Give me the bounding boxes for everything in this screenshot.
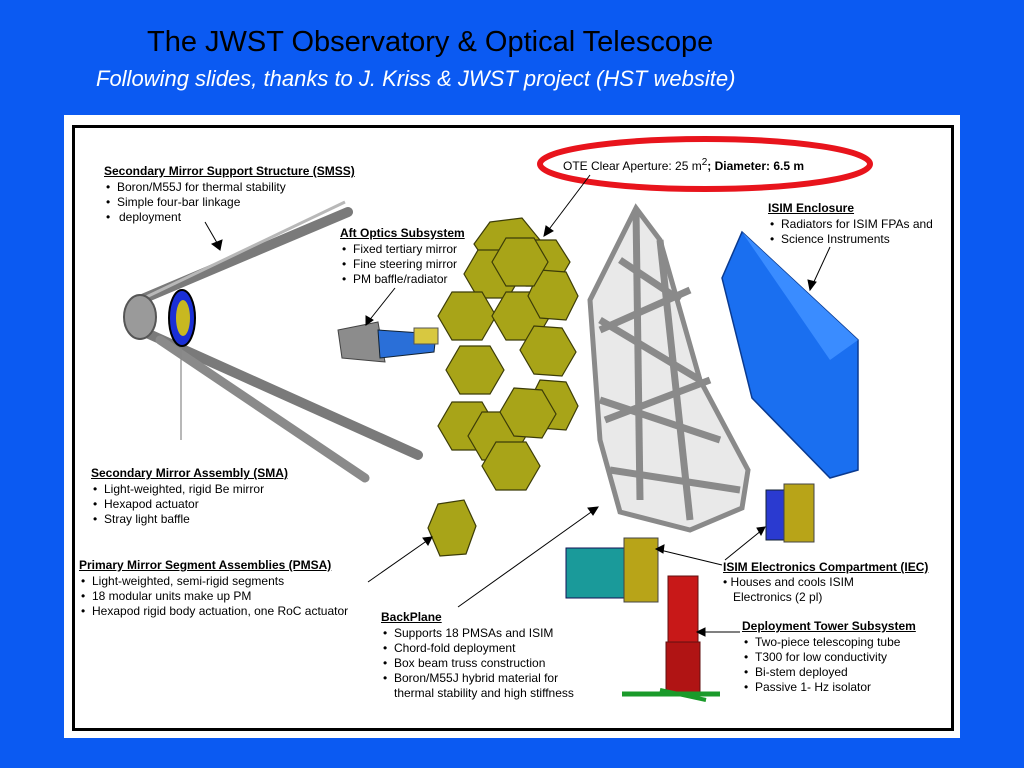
- leader-lines: [204, 174, 831, 637]
- iec-label: ISIM Electronics Compartment (IEC) • Hou…: [723, 560, 928, 605]
- primary-mirror: [427, 217, 579, 557]
- dts-item: Bi-stem deployed: [742, 665, 916, 680]
- backplane-item: Chord-fold deployment: [381, 641, 574, 656]
- slide-title: The JWST Observatory & Optical Telescope: [147, 26, 714, 58]
- deployment-tower: [622, 575, 720, 702]
- smss-item: deployment: [104, 210, 355, 225]
- isim-item-cont: Science Instruments: [768, 232, 933, 247]
- isim-heading: ISIM Enclosure: [768, 201, 855, 215]
- iec-item: • Houses and cools ISIM: [723, 575, 854, 589]
- dts-item: Two-piece telescoping tube: [742, 635, 916, 650]
- backplane-item: Boron/M55J hybrid material for: [381, 671, 574, 686]
- backplane-item: Supports 18 PMSAs and ISIM: [381, 626, 574, 641]
- pmsa-item: Light-weighted, semi-rigid segments: [79, 574, 348, 589]
- sma-heading: Secondary Mirror Assembly (SMA): [91, 466, 288, 480]
- iec-heading: ISIM Electronics Compartment (IEC): [723, 560, 929, 574]
- sma-item: Light-weighted, rigid Be mirror: [91, 482, 288, 497]
- isim-enclosure: [721, 230, 859, 479]
- slide-subtitle: Following slides, thanks to J. Kriss & J…: [96, 66, 736, 91]
- smss-item-cont: deployment: [119, 210, 182, 224]
- backplane-item-cont: thermal stability and high stiffness: [394, 686, 574, 700]
- aos-item: PM baffle/radiator: [340, 272, 465, 287]
- aos-item: Fine steering mirror: [340, 257, 465, 272]
- sma-item: Hexapod actuator: [91, 497, 288, 512]
- ote-callout-ellipse: [537, 136, 873, 192]
- backplane-truss: [587, 203, 751, 533]
- sma-item: Stray light baffle: [91, 512, 288, 527]
- dts-heading: Deployment Tower Subsystem: [742, 619, 916, 633]
- smss-label: Secondary Mirror Support Structure (SMSS…: [104, 164, 355, 225]
- dts-item: T300 for low conductivity: [742, 650, 916, 665]
- backplane-heading: BackPlane: [381, 610, 442, 624]
- iec-units: [565, 483, 815, 603]
- iec-item-cont: Electronics (2 pl): [733, 590, 823, 604]
- smss-heading: Secondary Mirror Support Structure (SMSS…: [104, 164, 355, 178]
- ote-aperture-sup: 2: [701, 157, 708, 168]
- pmsa-heading: Primary Mirror Segment Assemblies (PMSA): [79, 558, 332, 572]
- dts-label: Deployment Tower Subsystem Two-piece tel…: [742, 619, 916, 695]
- isim-item: Radiators for ISIM FPAs and: [768, 217, 933, 232]
- ote-aperture-label: OTE Clear Aperture: 25 m2; Diameter: 6.5…: [563, 157, 804, 173]
- aos-heading: Aft Optics Subsystem: [340, 226, 465, 240]
- isim-label: ISIM Enclosure Radiators for ISIM FPAs a…: [768, 201, 933, 247]
- smss-item: Boron/M55J for thermal stability: [104, 180, 355, 195]
- dts-item: Passive 1- Hz isolator: [742, 680, 916, 695]
- ote-aperture-text: OTE Clear Aperture: 25 m: [563, 159, 702, 173]
- pmsa-item: Hexapod rigid body actuation, one RoC ac…: [79, 604, 348, 619]
- sma-label: Secondary Mirror Assembly (SMA) Light-we…: [91, 466, 288, 527]
- backplane-label: BackPlane Supports 18 PMSAs and ISIM Cho…: [381, 610, 574, 701]
- aos-item: Fixed tertiary mirror: [340, 242, 465, 257]
- aft-optics-assembly: [337, 321, 439, 363]
- pmsa-item: 18 modular units make up PM: [79, 589, 348, 604]
- aos-label: Aft Optics Subsystem Fixed tertiary mirr…: [340, 226, 465, 287]
- backplane-item: Box beam truss construction: [381, 656, 574, 671]
- pmsa-label: Primary Mirror Segment Assemblies (PMSA)…: [79, 558, 348, 619]
- smss-structure: [123, 200, 423, 483]
- smss-item: Simple four-bar linkage: [104, 195, 355, 210]
- ote-diameter-text: ; Diameter: 6.5 m: [707, 159, 804, 173]
